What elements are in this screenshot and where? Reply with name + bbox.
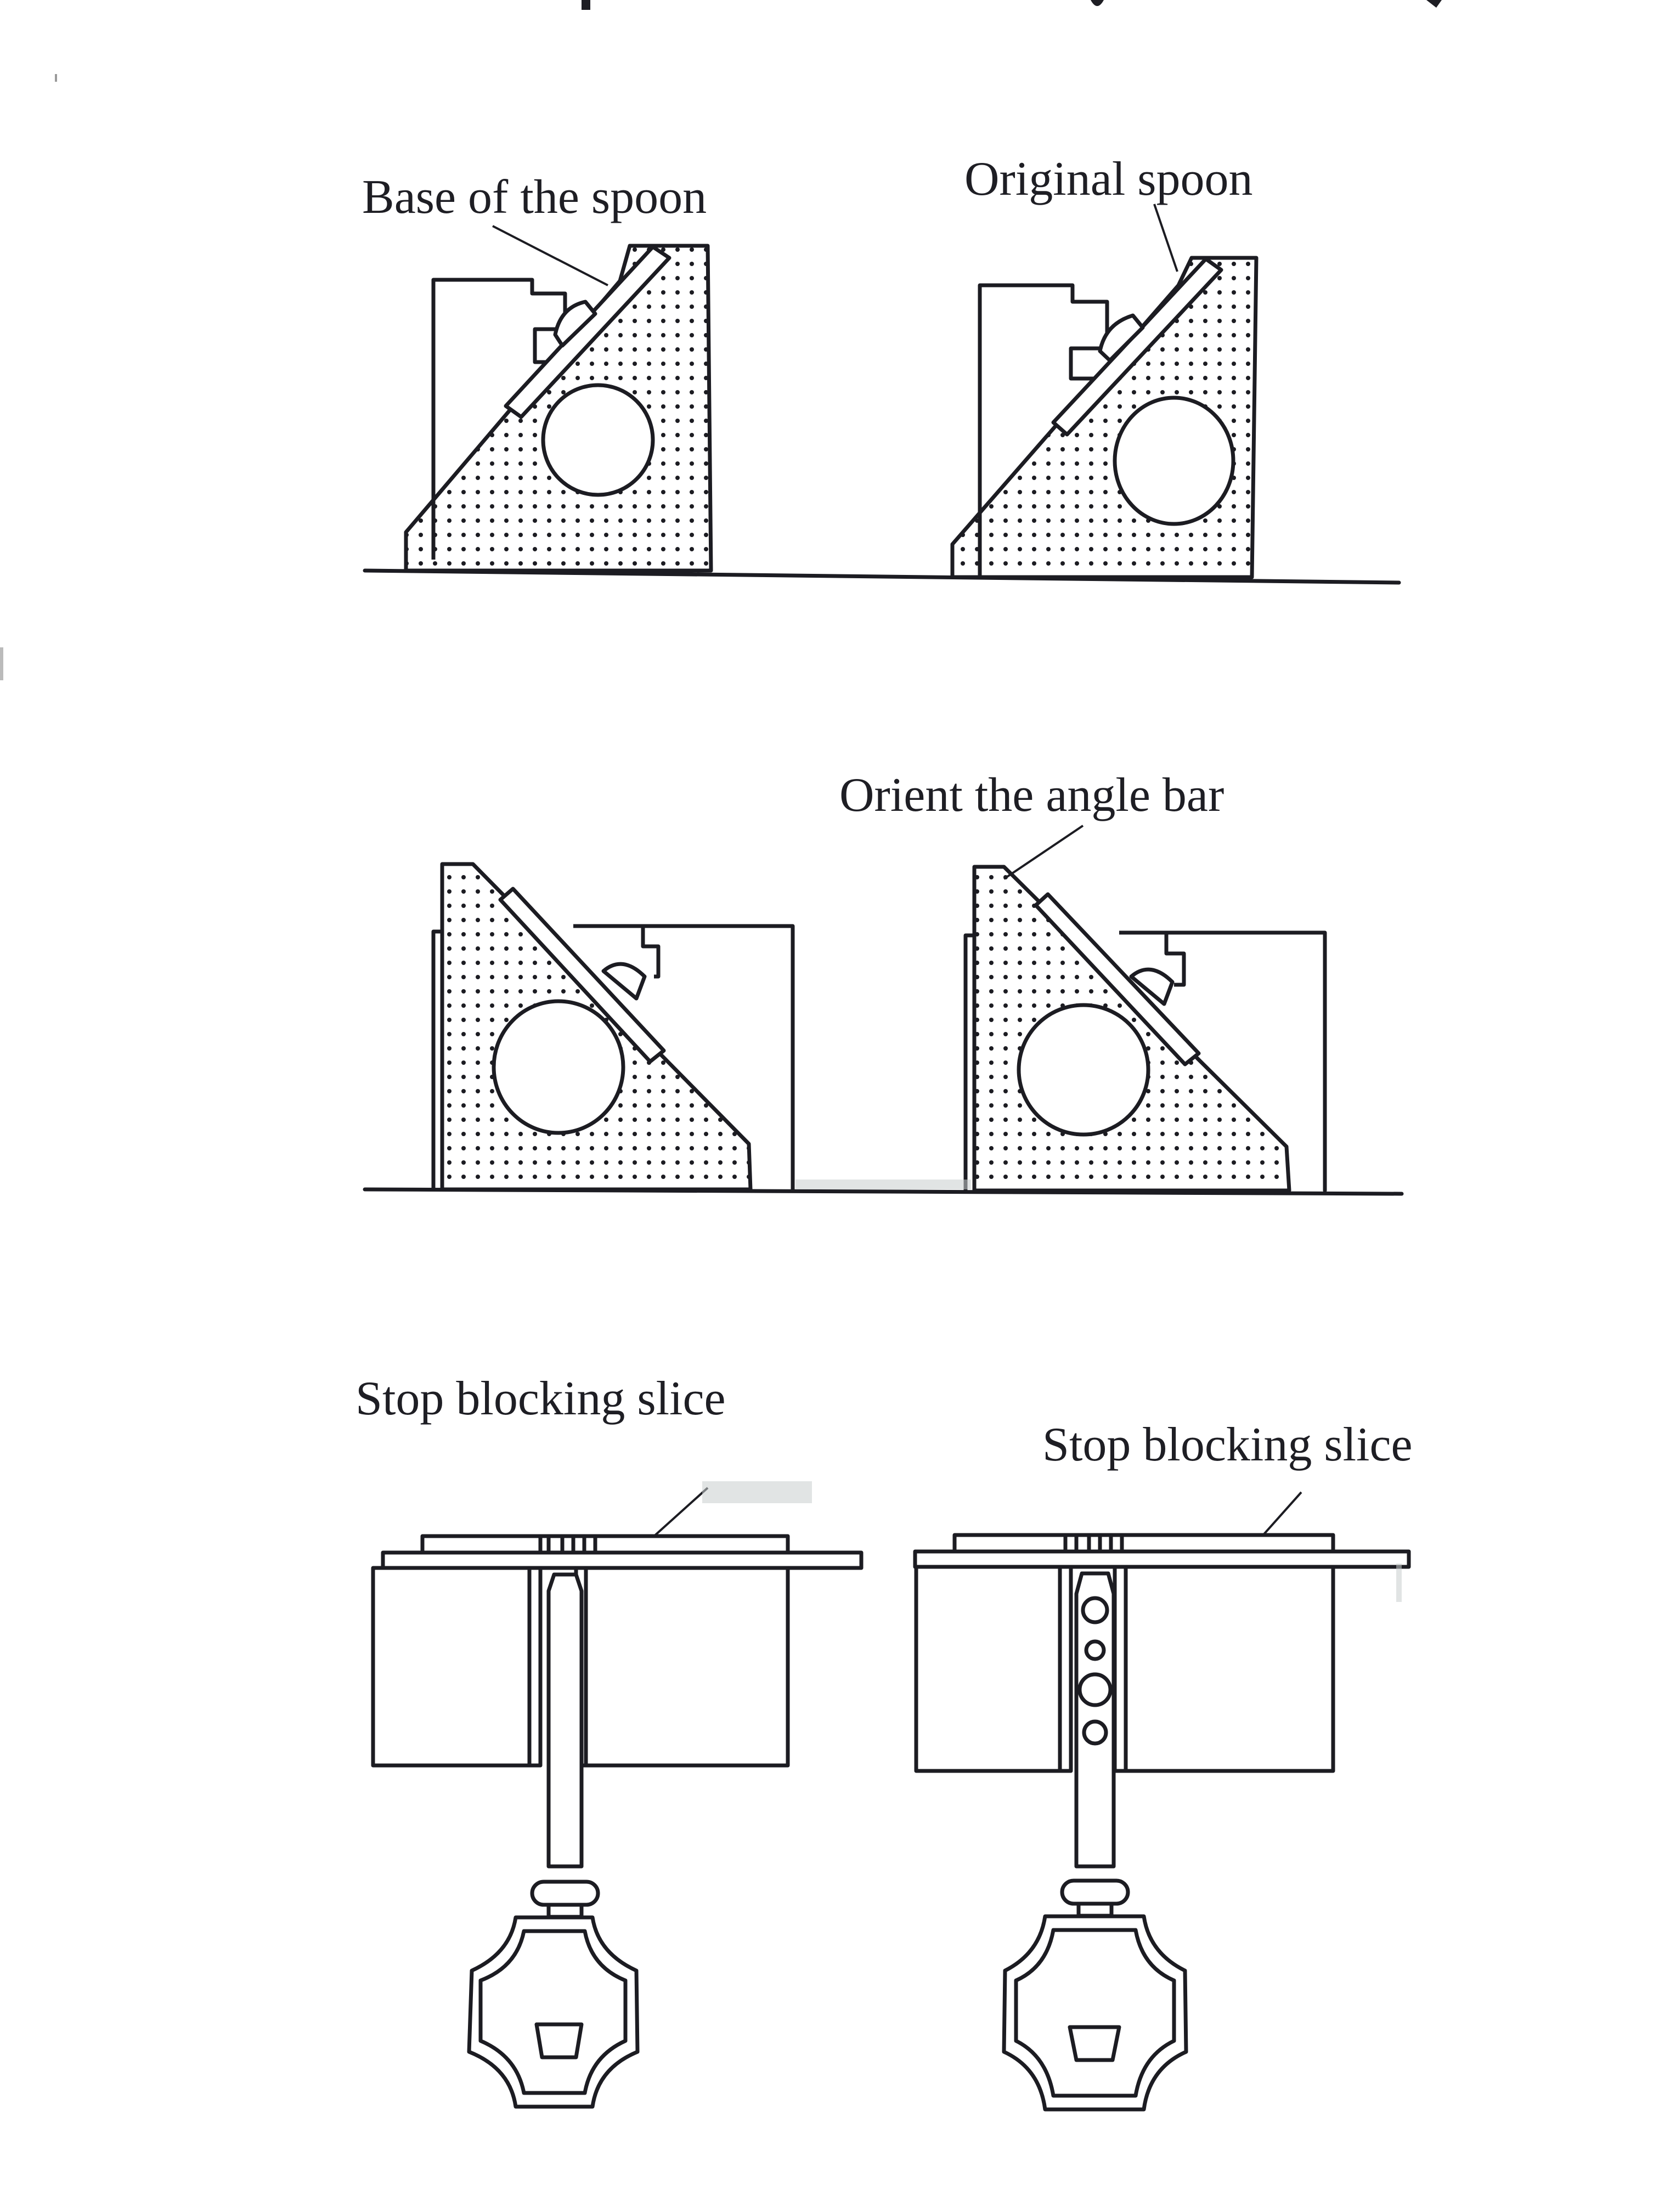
- pin-hole: [1077, 1672, 1113, 1707]
- holder-block-top: [573, 924, 661, 979]
- figure-row2-right: Orient the angle bar: [839, 769, 1327, 1193]
- label-orient-the-angle-bar: Orient the angle bar: [839, 769, 1224, 822]
- label-stop-blocking-slice-left: Stop blocking slice: [356, 1372, 726, 1425]
- plug-wall: [1113, 1565, 1128, 1773]
- leader-line: [1003, 825, 1084, 880]
- key-blade: [546, 1572, 584, 1869]
- cylinder-housing-right: [1124, 1565, 1335, 1773]
- spoon-knob: [601, 962, 647, 1001]
- key-collar: [530, 1880, 600, 1907]
- plate-hole: [492, 999, 625, 1135]
- pin-hole: [1082, 1719, 1108, 1746]
- spoon-bar: [1051, 257, 1223, 437]
- key-collar: [1060, 1878, 1130, 1906]
- label-original-spoon: Original spoon: [964, 153, 1253, 206]
- scan-noise: [0, 74, 1402, 1602]
- cylinder-cap: [420, 1534, 790, 1555]
- figure-row2-left: [431, 862, 795, 1192]
- key-bow-window: [534, 2022, 584, 2059]
- label-base-of-the-spoon: Base of the spoon: [362, 171, 707, 224]
- stop-blocking-slice: [381, 1550, 864, 1570]
- leader-line: [492, 225, 608, 286]
- plug-wall: [527, 1566, 543, 1768]
- key-bow-window: [1068, 2025, 1121, 2062]
- plate-hole: [1113, 396, 1235, 526]
- holder-back: [431, 929, 444, 1192]
- key-bow: [467, 1915, 640, 2109]
- cylinder-cap: [952, 1533, 1335, 1554]
- cylinder-housing-left: [914, 1565, 1062, 1773]
- plug-wall: [1058, 1565, 1073, 1773]
- cylinder-housing-right: [584, 1566, 790, 1768]
- label-stop-blocking-slice-right: Stop blocking slice: [1042, 1418, 1413, 1471]
- figure-row1-right: Original spoon: [950, 153, 1259, 579]
- spoon-knob: [553, 300, 597, 348]
- cropped-header-text: [582, 0, 1442, 10]
- holder-block-top: [1119, 930, 1186, 987]
- holder-block: [641, 924, 795, 1192]
- stop-blocking-slice: [913, 1549, 1411, 1569]
- spoon-bar: [504, 245, 672, 419]
- figure-row3-left: Stop blocking slice: [356, 1372, 864, 2109]
- ground-line-row1: [363, 568, 1401, 585]
- spoon-bar: [498, 887, 666, 1064]
- key-bow-inner: [1014, 1928, 1176, 2098]
- figure-row1-left: Base of the spoon: [362, 171, 713, 573]
- spoon-knob: [1129, 967, 1175, 1006]
- holder-back: [963, 933, 977, 1193]
- key-bow-inner: [478, 1929, 628, 2095]
- spoon-bar: [1034, 892, 1201, 1066]
- key-neck: [1076, 1901, 1114, 1918]
- figure-row3-right: Stop blocking slice: [913, 1418, 1413, 2112]
- key-bow: [1002, 1914, 1188, 2112]
- pin-hole: [1084, 1639, 1106, 1661]
- holder-block: [1164, 930, 1327, 1193]
- spoon-knob: [1098, 313, 1145, 363]
- cylinder-housing-left: [371, 1566, 532, 1768]
- leader-line: [1153, 204, 1178, 272]
- ground-line-row2: [363, 1187, 1404, 1196]
- scan-smudge: [795, 1180, 971, 1189]
- plate-hole: [1017, 1003, 1150, 1137]
- pin-hole: [1081, 1596, 1109, 1624]
- key-neck: [546, 1903, 584, 1919]
- plate-hole: [541, 383, 655, 497]
